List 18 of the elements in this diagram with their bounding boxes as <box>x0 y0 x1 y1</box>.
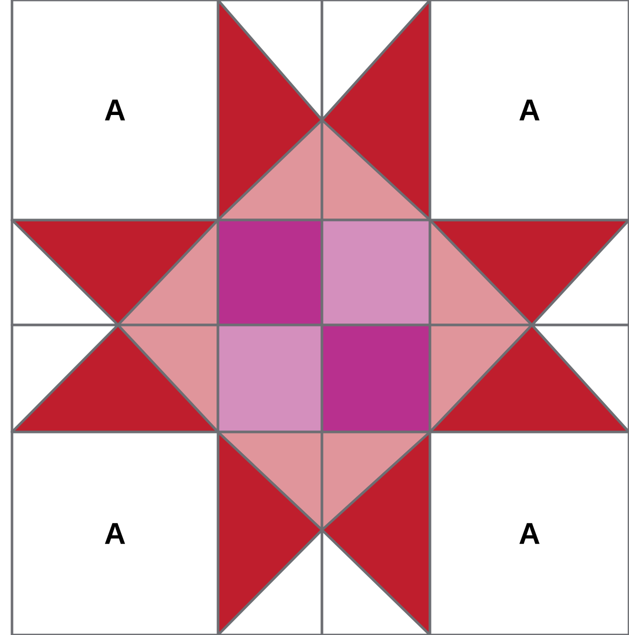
triangle-patch <box>216 0 324 122</box>
triangle-patch <box>320 0 432 122</box>
triangle-patch <box>320 528 432 635</box>
triangle-patch <box>320 118 432 222</box>
triangle-patch <box>10 218 120 326</box>
triangle-patch <box>10 324 120 434</box>
square-patch <box>320 218 432 326</box>
square-patch <box>320 324 432 434</box>
triangle-patch <box>216 430 324 635</box>
triangle-patch <box>116 324 220 434</box>
square-patch <box>216 218 324 326</box>
triangle-patch <box>216 528 324 635</box>
triangle-patch <box>428 218 629 326</box>
square-patch <box>216 324 324 434</box>
triangle-patch <box>530 218 629 326</box>
triangle-patch <box>116 218 220 326</box>
triangle-patch <box>216 118 324 222</box>
triangle-patch <box>530 324 629 434</box>
